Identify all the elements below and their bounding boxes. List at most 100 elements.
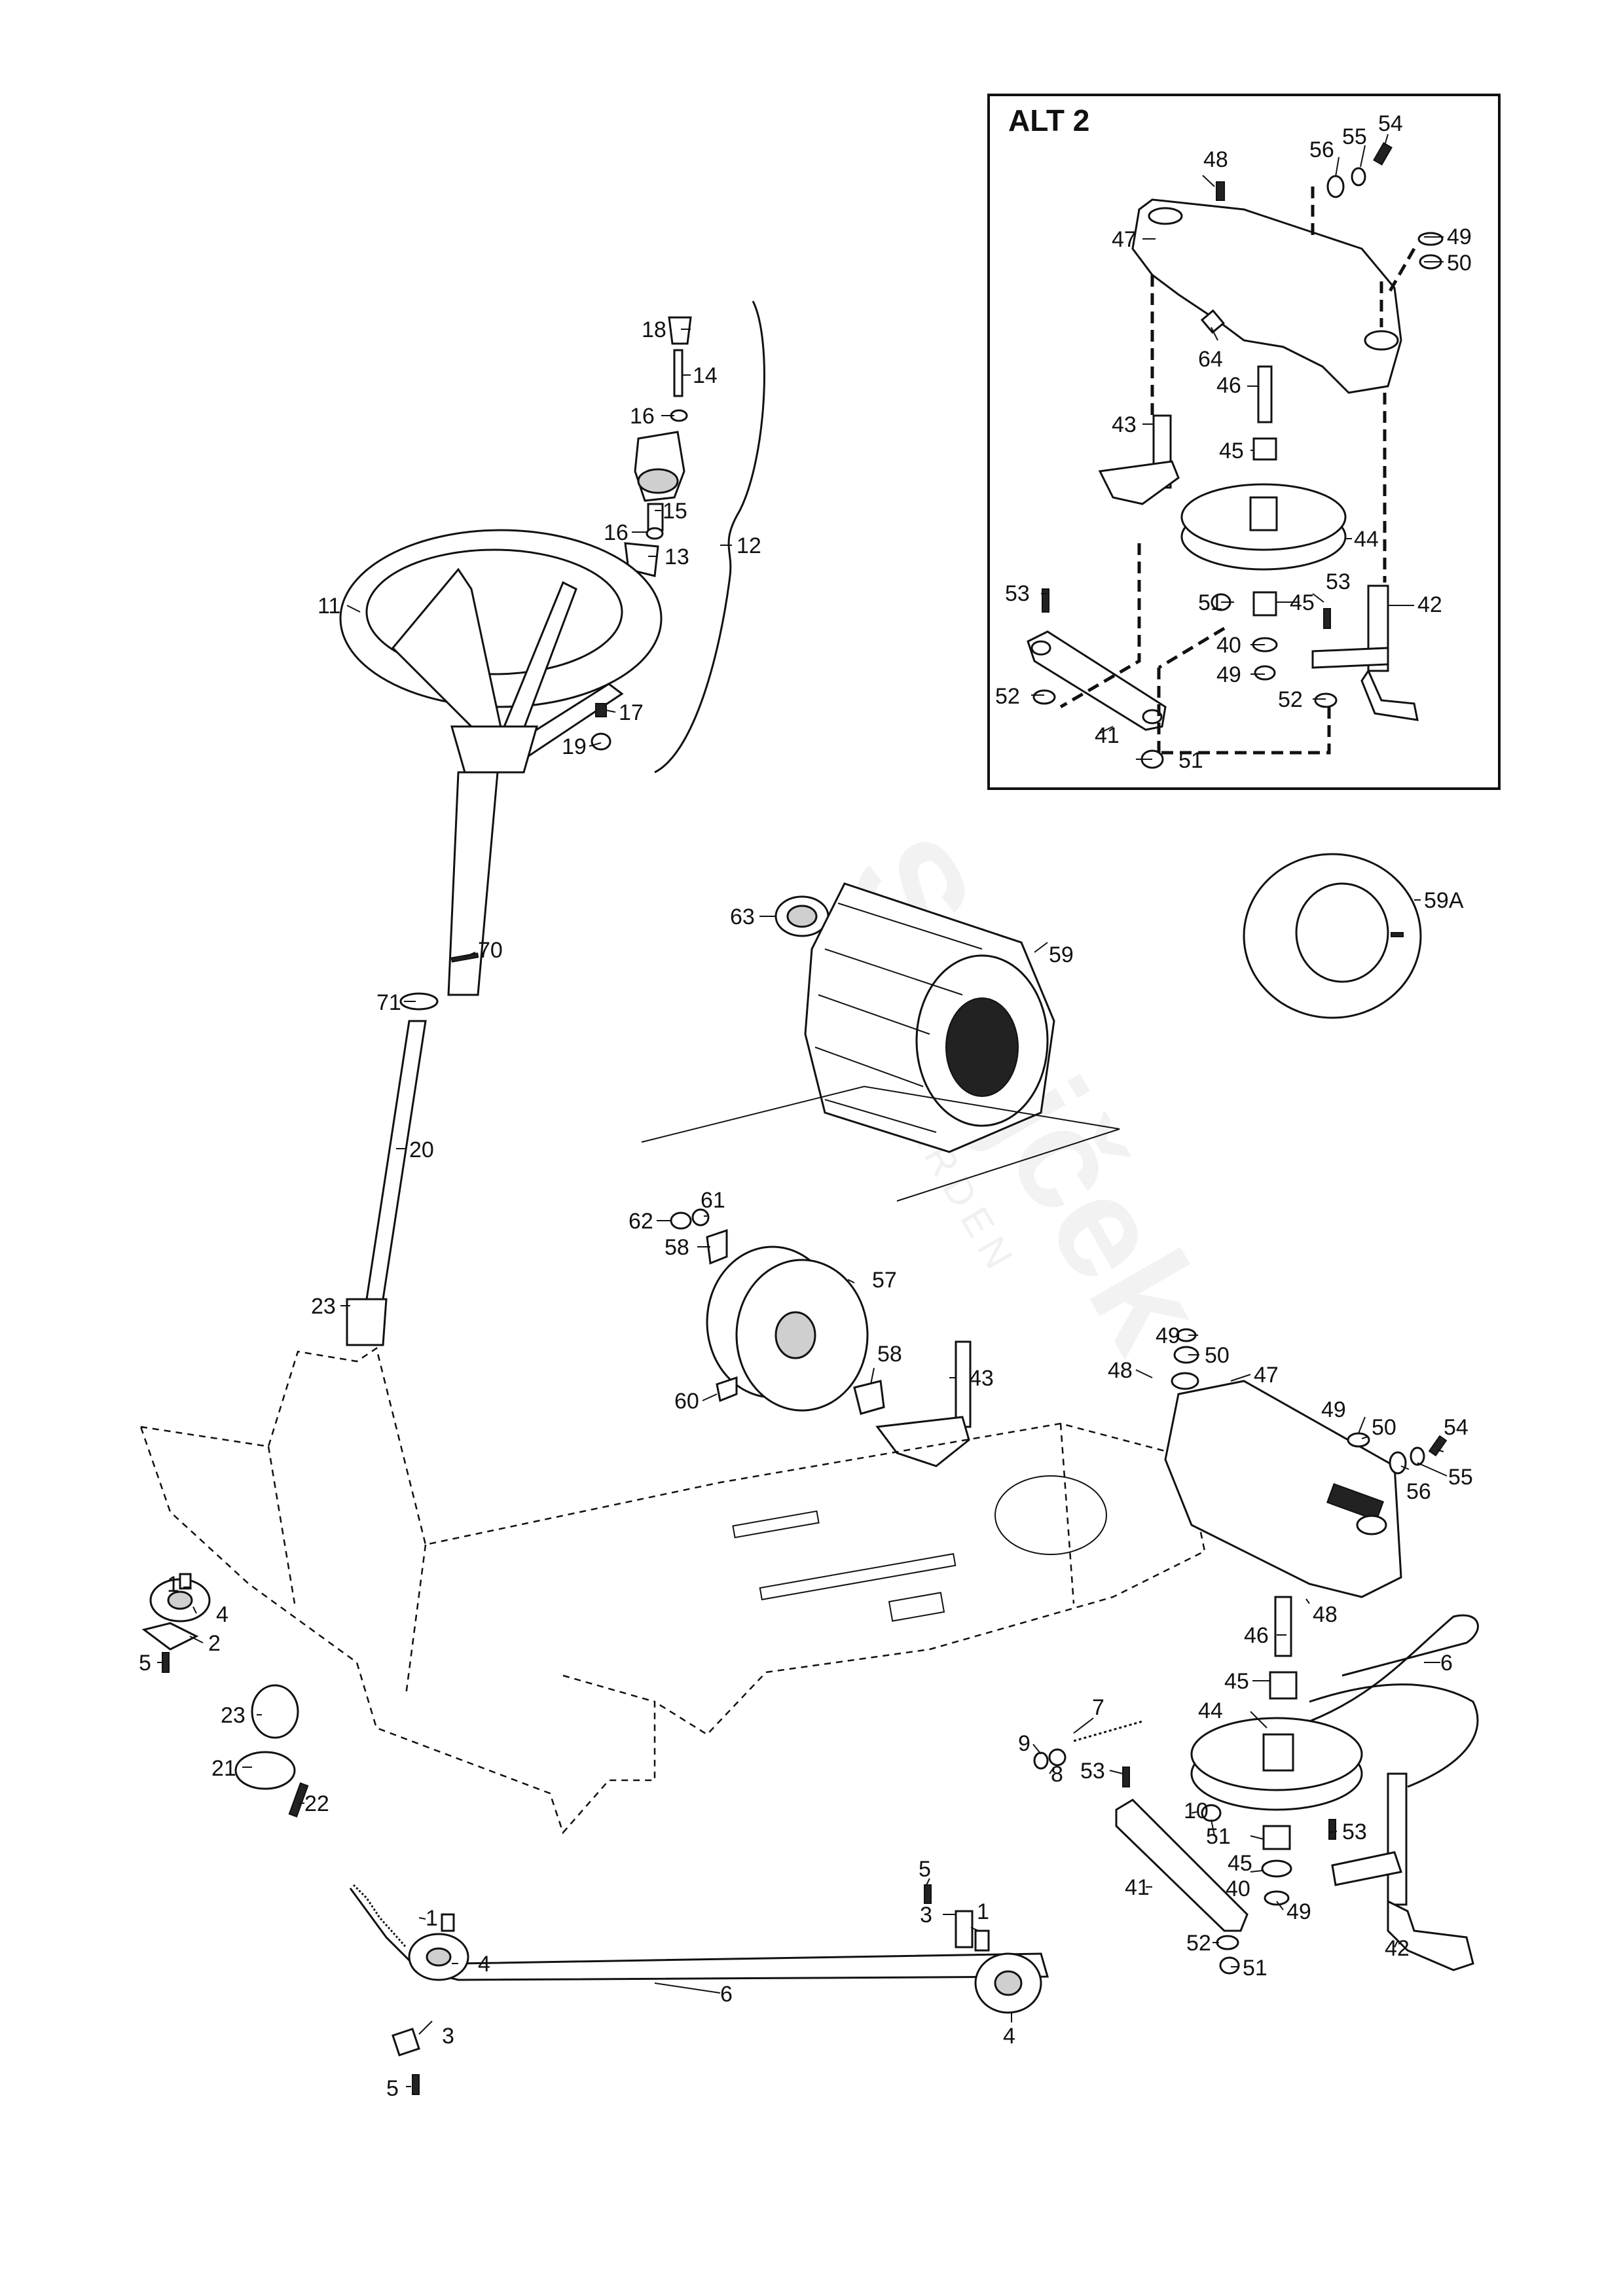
callout-58b: 58 (877, 1342, 902, 1367)
belt-6-left (352, 1884, 407, 1948)
callout-4c: 4 (1003, 2024, 1015, 2049)
callout-alt-46: 46 (1216, 373, 1241, 398)
callout-alt-53b: 53 (1326, 569, 1351, 594)
gearbox-47 (1164, 1380, 1402, 1598)
tire-59-hole (945, 997, 1019, 1097)
callout-5a: 5 (139, 1651, 151, 1676)
callout-48a: 48 (1108, 1358, 1133, 1383)
callout-46: 46 (1244, 1623, 1269, 1648)
arm-43 (1098, 460, 1180, 505)
callout-41: 41 (1125, 1875, 1150, 1900)
callout-6a: 6 (1440, 1651, 1453, 1676)
callout-16b: 16 (604, 520, 629, 545)
cable-6 (1309, 1614, 1479, 1723)
callout-alt-44: 44 (1354, 527, 1379, 552)
arm-43-main-shaft (955, 1340, 972, 1428)
callout-70: 70 (478, 938, 503, 963)
bearing-45-main-b (1262, 1825, 1291, 1850)
callout-22: 22 (304, 1791, 329, 1816)
callout-1a: 1 (167, 1572, 179, 1597)
steering-assembly (339, 300, 765, 1346)
alt-dash-a (1311, 187, 1416, 327)
callout-59: 59 (1049, 942, 1074, 967)
bolt-53-main-b (1328, 1819, 1336, 1840)
handle-42 (1360, 668, 1419, 721)
callout-alt-55: 55 (1342, 124, 1367, 149)
cap-63-inner (786, 905, 818, 928)
chassis-slot-3 (888, 1592, 945, 1622)
bolt-5b (924, 1884, 932, 1904)
callout-15: 15 (663, 499, 687, 524)
callout-63: 63 (730, 905, 755, 929)
callout-49c: 49 (1286, 1899, 1311, 1924)
callout-alt-45a: 45 (1219, 439, 1244, 463)
washer-52a (1032, 689, 1056, 705)
callout-alt-52a: 52 (995, 684, 1020, 709)
shaft-46-main (1274, 1596, 1292, 1657)
callout-56: 56 (1406, 1479, 1431, 1504)
callout-3b: 3 (442, 2024, 454, 2049)
ring-49 (1417, 232, 1444, 246)
bolt-54-main (1428, 1435, 1448, 1457)
cap-62 (670, 1211, 692, 1230)
bolt-48 (1216, 181, 1225, 201)
chassis-outline (139, 1346, 1206, 1835)
link-hole-2 (1142, 709, 1163, 725)
bolt-5c (412, 2074, 420, 2095)
callout-47: 47 (1254, 1363, 1279, 1388)
callout-55: 55 (1448, 1465, 1473, 1490)
callout-60: 60 (674, 1389, 699, 1414)
washer-8 (1048, 1748, 1067, 1767)
callout-19: 19 (562, 734, 587, 759)
callout-45a: 45 (1224, 1669, 1249, 1694)
link-41-main (1115, 1799, 1249, 1932)
bearing-45 (1252, 437, 1277, 461)
screw-17 (595, 703, 607, 717)
callout-alt-56: 56 (1309, 137, 1334, 162)
callout-4b: 4 (478, 1952, 490, 1977)
ring-49-main-c (1264, 1890, 1290, 1906)
bolt-22 (288, 1782, 309, 1818)
callout-1c: 1 (426, 1906, 438, 1931)
chassis-inner-lines (267, 1423, 1075, 1703)
callout-13: 13 (665, 545, 689, 569)
callout-alt-64: 64 (1198, 347, 1223, 372)
pulley-4a-hub (167, 1590, 193, 1610)
bolt-53b (1323, 608, 1331, 629)
callout-45b: 45 (1228, 1851, 1252, 1876)
tire-tread (814, 903, 983, 1133)
callout-12: 12 (737, 533, 761, 558)
gearbox-boss-2 (1356, 1515, 1387, 1535)
ring-49b (1254, 665, 1276, 681)
bracket-3a (955, 1910, 974, 1948)
callout-alt-51a: 51 (1198, 590, 1223, 615)
bracket-2 (141, 1622, 199, 1651)
nut-51-main-b (1219, 1956, 1240, 1975)
washer-16b (646, 527, 664, 540)
wheel-assembly (641, 853, 1422, 1467)
nut-9 (1033, 1751, 1049, 1770)
bolt-53a (1042, 588, 1049, 613)
washer-40-main (1261, 1859, 1292, 1878)
inset-frame (987, 94, 1501, 790)
housing-boss-2 (1364, 330, 1399, 351)
bolt-53-main-a (1122, 1767, 1130, 1787)
callout-53b: 53 (1342, 1820, 1367, 1844)
steering-column (447, 771, 499, 996)
alt-dash-b (1059, 275, 1387, 759)
chassis-cutout (994, 1475, 1107, 1555)
callout-alt-42: 42 (1417, 592, 1442, 617)
alt2-inset: ALT 2 (987, 94, 1501, 790)
callout-alt-54: 54 (1378, 111, 1403, 136)
callout-6b: 6 (720, 1982, 733, 2007)
callout-alt-53a: 53 (1005, 581, 1030, 606)
callout-50b: 50 (1372, 1415, 1396, 1440)
wheel-dash-lines (641, 1085, 1120, 1202)
spacer-15 (647, 503, 664, 531)
callout-alt-41: 41 (1095, 723, 1120, 748)
bolt-14 (673, 349, 684, 397)
callout-51a: 51 (1206, 1824, 1231, 1849)
shaft-46 (1257, 365, 1273, 423)
callout-57: 57 (872, 1268, 897, 1293)
callout-49b: 49 (1321, 1397, 1346, 1422)
